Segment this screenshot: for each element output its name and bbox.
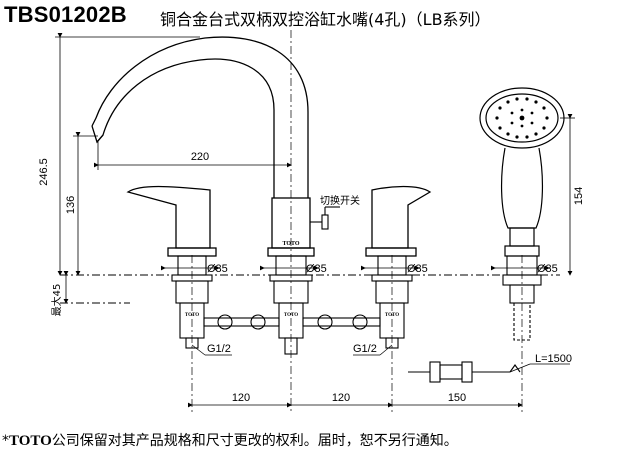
right-handle	[365, 185, 432, 257]
underdeck-left	[171, 255, 213, 349]
spout	[91, 36, 315, 257]
underdeck-shower	[502, 255, 542, 341]
left-handle	[126, 185, 217, 257]
diverter-switch	[310, 206, 340, 230]
connecting-pipes	[203, 314, 381, 330]
model-number: TBS01202B	[4, 2, 127, 27]
label-logo-valve-2: TOTO	[284, 313, 298, 318]
label-dia-2: Ø35	[306, 263, 327, 275]
label-thread-left: G1/2	[207, 343, 231, 355]
footer-asterisk: *	[2, 433, 9, 449]
dim-total-height	[55, 33, 200, 276]
label-logo-valve: TOTO	[185, 313, 199, 318]
label-dia-3: Ø35	[407, 263, 428, 275]
label-spacing-2: 120	[332, 392, 350, 404]
label-154: 154	[573, 187, 585, 205]
underdeck-right	[371, 255, 413, 349]
label-spacing-3: 150	[448, 392, 466, 404]
label-246-5: 246.5	[38, 158, 50, 186]
hand-shower	[479, 87, 565, 257]
dim-handle-height	[73, 132, 98, 276]
label-136: 136	[65, 196, 77, 214]
shower-nozzles	[495, 97, 549, 139]
label-dia-4: Ø35	[537, 263, 558, 275]
shower-hose	[408, 361, 521, 383]
footer-text: 公司保留对其产品规格和尺寸更改的权利。届时，恕不另行通知。	[51, 433, 458, 449]
dim-shower-height	[560, 114, 575, 276]
footer-disclaimer: *TOTO公司保留对其产品规格和尺寸更改的权利。届时，恕不另行通知。	[2, 430, 458, 450]
label-spacing-1: 120	[232, 392, 250, 404]
label-hose-length: L=1500	[535, 353, 572, 365]
label-220: 220	[191, 151, 209, 163]
label-thread-right: G1/2	[353, 343, 377, 355]
dim-spout-reach	[94, 140, 292, 170]
leader-lines	[191, 344, 570, 373]
label-max-deck: 最大45	[50, 284, 63, 317]
label-logo-valve-3: TOTO	[385, 313, 399, 318]
product-description: 铜合金台式双柄双控浴缸水嘴(4孔)（LB系列）	[160, 10, 491, 29]
footer-brand: TOTO	[9, 433, 52, 449]
label-switch: 切换开关	[320, 194, 360, 207]
label-logo-spout: TOTO	[282, 241, 299, 247]
label-dia-1: Ø35	[207, 263, 228, 275]
